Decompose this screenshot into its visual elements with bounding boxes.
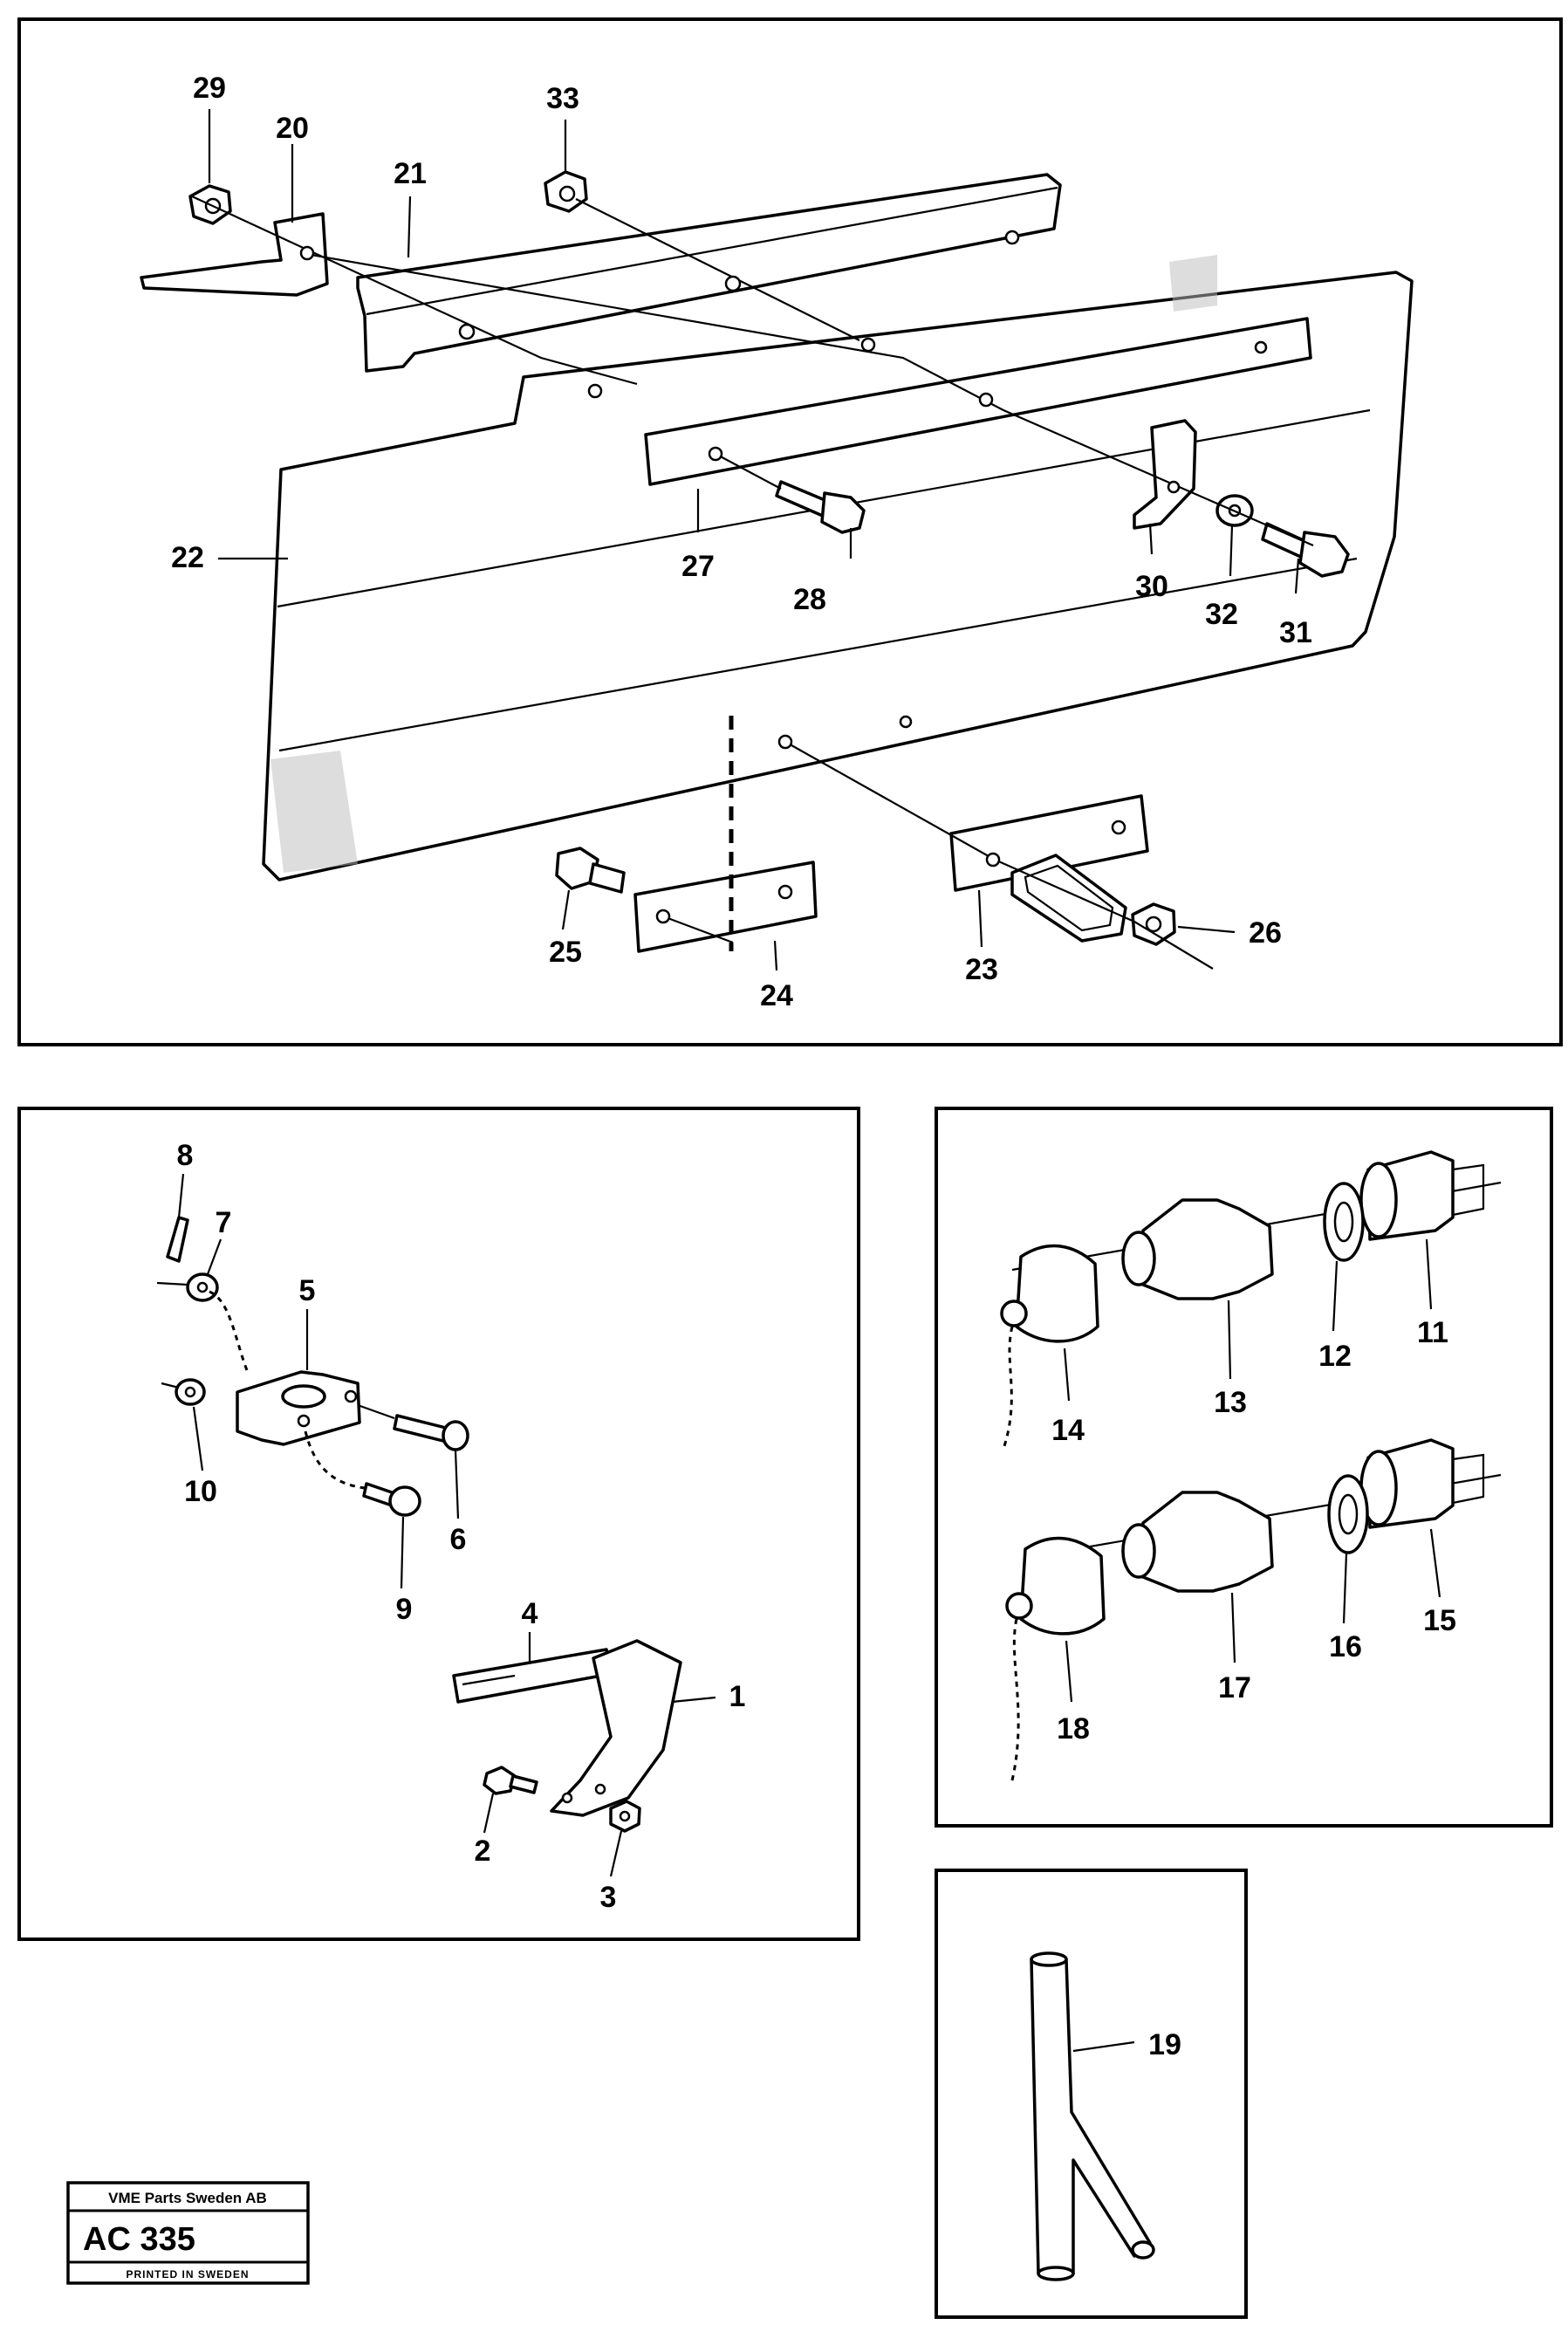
stamp-company: VME Parts Sweden AB <box>108 2190 267 2206</box>
callout-10: 10 <box>184 1475 217 1508</box>
title-stamp: VME Parts Sweden AB AC 335 PRINTED IN SW… <box>66 2181 310 2285</box>
callout-7: 7 <box>216 1206 232 1239</box>
cap-chain-14 <box>1002 1326 1014 1450</box>
callout-1: 1 <box>729 1680 746 1713</box>
callout-25: 25 <box>549 936 582 969</box>
bolt-31 <box>1261 522 1350 578</box>
dashed-axis-b1 <box>209 1290 250 1375</box>
callout-24: 24 <box>760 979 793 1012</box>
panel-y-pipe: 19 <box>935 1869 1248 2319</box>
axis-line-6 <box>662 915 734 944</box>
axis-line-2 <box>300 251 1314 547</box>
plate-shading <box>270 751 358 873</box>
nut-33 <box>544 170 588 213</box>
bolt-6 <box>393 1414 469 1451</box>
callout-19: 19 <box>1148 2028 1181 2061</box>
panel-frame-right <box>935 1107 1553 1828</box>
clamp-block <box>236 1370 361 1446</box>
callout-15: 15 <box>1423 1604 1456 1637</box>
callout-20: 20 <box>276 112 309 145</box>
callout-12: 12 <box>1318 1340 1352 1373</box>
axis-line-3 <box>575 198 860 341</box>
mounting-bracket <box>550 1639 682 1817</box>
callout-14: 14 <box>1051 1414 1085 1447</box>
bolt-9 <box>362 1482 421 1517</box>
grab-handle <box>1010 854 1127 943</box>
corner-bracket <box>140 212 329 297</box>
stamp-code: AC 335 <box>83 2221 195 2258</box>
dashed-axis-b2 <box>304 1430 366 1490</box>
bottom-strip-23 <box>949 794 1149 892</box>
callout-2: 2 <box>475 1835 491 1868</box>
callout-21: 21 <box>394 157 427 190</box>
guard-plate <box>262 271 1414 881</box>
leader-lines-b <box>177 1173 716 1877</box>
callout-30: 30 <box>1135 570 1168 603</box>
bottom-strip-24 <box>633 861 818 953</box>
callout-31: 31 <box>1279 616 1312 649</box>
callout-33: 33 <box>546 82 579 115</box>
panel-clamp-assembly: 8 7 5 10 6 9 4 1 2 3 <box>17 1107 860 1941</box>
callout-3: 3 <box>600 1881 617 1914</box>
angle-bar <box>356 173 1062 373</box>
panel-frame-bottom-left <box>17 1107 860 1941</box>
clip-30 <box>1133 419 1197 530</box>
callout-6: 6 <box>450 1523 467 1556</box>
callout-8: 8 <box>177 1139 194 1172</box>
callout-9: 9 <box>396 1593 413 1626</box>
callout-28: 28 <box>793 583 826 616</box>
bolt-25 <box>555 847 626 894</box>
callout-17: 17 <box>1218 1671 1251 1704</box>
cap-chain-18 <box>1010 1618 1020 1781</box>
axis-line-5 <box>784 741 1214 970</box>
callout-18: 18 <box>1057 1712 1090 1745</box>
callout-26: 26 <box>1249 916 1282 950</box>
callout-32: 32 <box>1205 598 1238 631</box>
upper-strip <box>644 317 1312 486</box>
y-pipe <box>1030 1958 1152 2275</box>
nut-3 <box>609 1800 641 1833</box>
callout-27: 27 <box>681 550 715 583</box>
callout-22: 22 <box>171 541 204 574</box>
leader-lines-c <box>1063 1238 1441 1703</box>
panel-guard-assembly: 29 20 21 33 22 27 28 30 32 31 26 23 24 2… <box>17 17 1563 1046</box>
callout-13: 13 <box>1214 1386 1247 1419</box>
clamp-bore <box>281 1384 326 1409</box>
callout-4: 4 <box>522 1597 538 1630</box>
dust-cap-14 <box>1015 1244 1099 1343</box>
angle-bar-edge <box>366 186 1058 316</box>
plate-shading-top <box>1169 255 1217 312</box>
callout-29: 29 <box>193 72 226 105</box>
stamp-footer: PRINTED IN SWEDEN <box>126 2268 249 2280</box>
callout-11: 11 <box>1417 1316 1448 1349</box>
plate-edge-line <box>278 557 1358 752</box>
callout-16: 16 <box>1329 1630 1362 1663</box>
callout-5: 5 <box>299 1274 316 1307</box>
coupling-13 <box>1137 1198 1274 1300</box>
dust-cap-18 <box>1019 1536 1106 1636</box>
callout-23: 23 <box>965 953 998 986</box>
coupling-17 <box>1137 1491 1274 1593</box>
panel-frame-top <box>17 17 1563 1046</box>
panel-frame-pipe <box>935 1869 1248 2319</box>
axis-line-4 <box>715 453 782 490</box>
leader-lines-a <box>208 109 1300 971</box>
bolt-28 <box>775 480 866 534</box>
panel-couplings: 11 12 13 14 15 16 17 18 <box>935 1107 1553 1828</box>
nut-26 <box>1131 902 1176 946</box>
cotter-pin <box>166 1216 189 1263</box>
slotted-rod <box>452 1648 613 1704</box>
screw-2 <box>483 1766 538 1795</box>
